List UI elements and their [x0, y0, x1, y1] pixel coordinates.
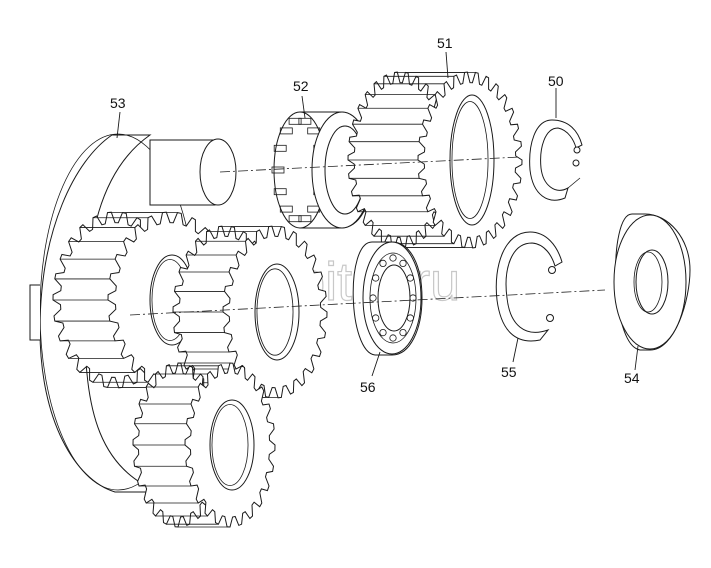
ball — [369, 294, 377, 302]
gear-51-body — [347, 71, 523, 249]
planet-gear-center — [172, 225, 328, 399]
ball — [372, 274, 380, 282]
needle-roller — [273, 188, 287, 196]
planet-gears — [52, 211, 328, 528]
needle-roller — [288, 117, 302, 125]
thrust-washer-54 — [613, 213, 691, 351]
planet-gear-center-bore — [254, 263, 300, 361]
callout-50: 50 — [548, 73, 564, 89]
center-axes — [129, 156, 606, 316]
planet-gear-center-bore-inner — [256, 268, 294, 356]
ball-bearing-bore — [377, 264, 411, 332]
ball — [389, 254, 397, 262]
callout-52: 52 — [293, 78, 309, 94]
ball — [379, 328, 387, 337]
leader-lines — [116, 51, 639, 377]
callout-56: 56 — [360, 379, 376, 395]
needle-roller — [273, 144, 287, 152]
planet-gear-bottom — [132, 362, 276, 528]
ball — [379, 259, 387, 267]
needle-roller — [271, 166, 285, 174]
snap-ring-50 — [529, 119, 583, 201]
planet-gear-bottom-bore-inner — [211, 404, 249, 486]
gear-51 — [347, 71, 523, 249]
ball — [399, 259, 407, 267]
needle-roller — [288, 215, 302, 223]
ball-bearing-56 — [352, 241, 423, 356]
needle-roller — [279, 205, 293, 213]
retaining-ring-55 — [495, 231, 563, 342]
callout-labels: 53 52 51 50 54 55 56 — [110, 35, 640, 395]
ball — [389, 334, 397, 342]
gear-51-body-bore — [449, 94, 495, 226]
callout-55: 55 — [501, 364, 517, 380]
needle-roller — [298, 117, 312, 125]
callout-54: 54 — [624, 370, 640, 386]
needle-bearing-52 — [271, 111, 373, 229]
ball — [399, 328, 407, 337]
gear-51-body-bore-inner — [451, 101, 489, 219]
needle-roller — [298, 215, 312, 223]
planet-gear-bottom-bore — [209, 399, 255, 491]
needle-roller — [279, 127, 293, 135]
callout-53: 53 — [110, 95, 126, 111]
ball — [372, 314, 380, 322]
planet-carrier-53 — [29, 133, 328, 528]
callout-51: 51 — [437, 35, 453, 51]
